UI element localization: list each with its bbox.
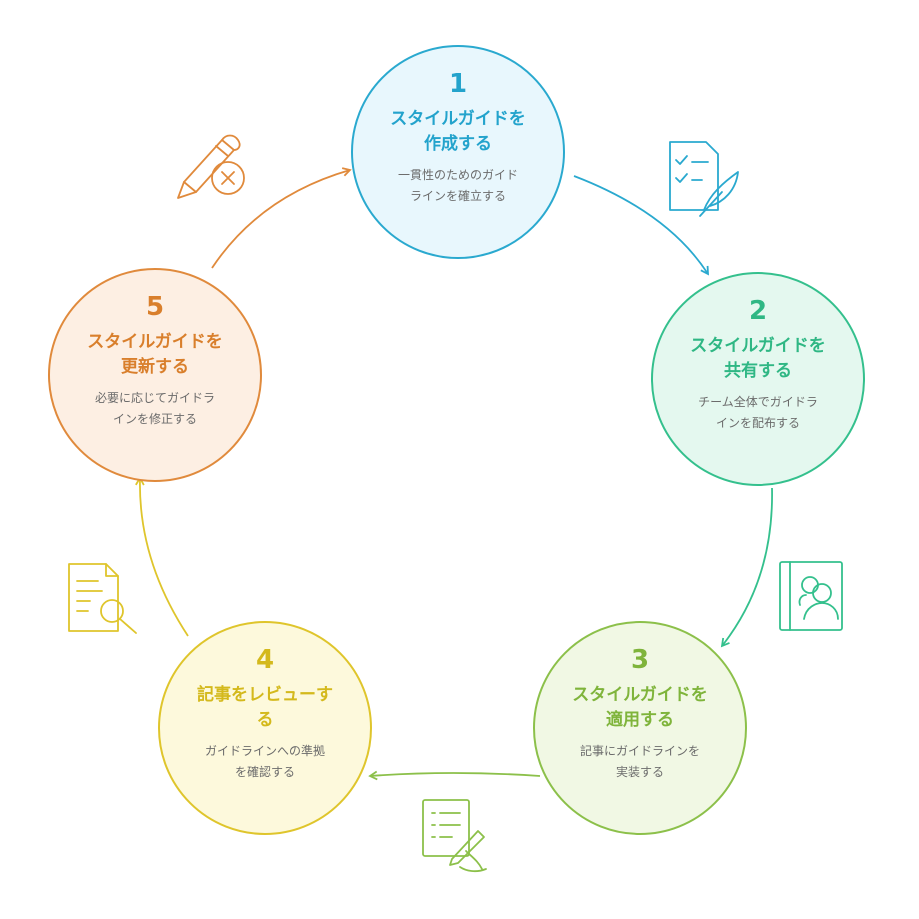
step-number: 2 [748,296,768,326]
step-title: スタイルガイドを 共有する [690,336,826,381]
step-description: 一貫性のためのガイド ラインを確立する [397,168,518,203]
step-number: 1 [448,69,468,99]
step-description: 必要に応じてガイドラ インを修正する [94,391,215,426]
step-number: 3 [630,645,650,675]
step-3-circle: 3 スタイルガイドを 適用する 記事にガイドラインを 実装する [533,621,747,835]
step-2-circle: 2 スタイルガイドを 共有する チーム全体でガイドラ インを配布する [651,272,865,486]
step-description: チーム全体でガイドラ インを配布する [698,395,818,430]
step-4-circle: 4 記事をレビューす る ガイドラインへの準拠 を確認する [158,621,372,835]
book-people-icon [779,561,843,631]
step-title: スタイルガイドを 作成する [390,109,526,154]
arrow-5-to-1 [211,167,352,269]
step-1-circle: 1 スタイルガイドを 作成する 一貫性のためのガイド ラインを確立する [351,45,565,259]
document-writing-icon [422,799,487,873]
arrow-1-to-2 [573,175,709,276]
arrow-4-to-5 [135,476,189,637]
step-title: スタイルガイドを 適用する [572,685,708,730]
step-title: スタイルガイドを 更新する [87,332,223,377]
pencil-cancel-icon [177,134,245,199]
step-title: 記事をレビューす る [197,685,333,730]
checklist-feather-icon [669,141,739,217]
arrow-3-to-4 [368,770,541,781]
step-description: 記事にガイドラインを 実装する [579,744,700,779]
document-search-icon [68,563,137,634]
step-5-circle: 5 スタイルガイドを 更新する 必要に応じてガイドラ インを修正する [48,268,262,482]
arrow-2-to-3 [720,487,773,648]
step-number: 4 [255,645,275,675]
step-number: 5 [145,292,165,322]
step-description: ガイドラインへの準拠 を確認する [204,744,325,779]
